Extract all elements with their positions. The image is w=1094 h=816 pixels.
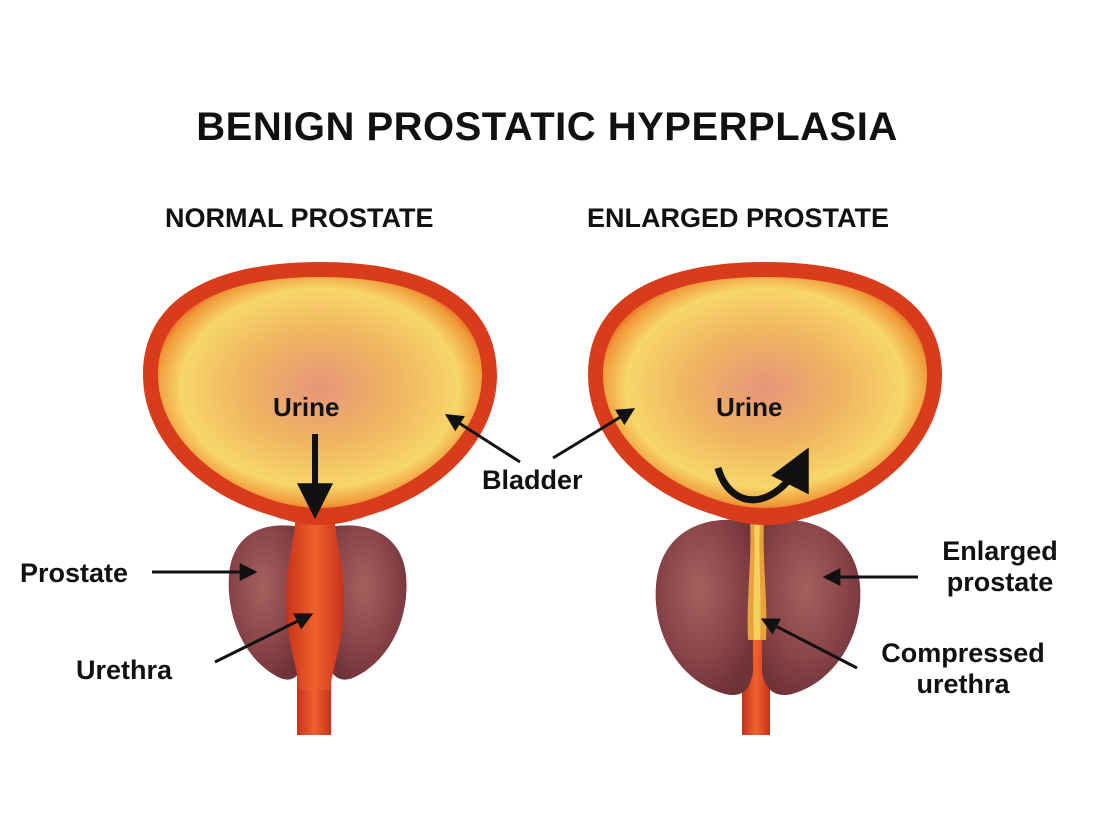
compressed-urethra-label: Compressed urethra [868, 638, 1058, 700]
urethra-label: Urethra [76, 655, 173, 685]
enlarged-bladder [588, 262, 942, 525]
enlarged-prostate-line-2: prostate [946, 567, 1054, 598]
compressed-urethra-line-1: Compressed [881, 638, 1045, 668]
normal-panel-heading: NORMAL PROSTATE [165, 203, 434, 233]
bladder-pointer-right [552, 408, 636, 460]
enlarged-urine-label: Urine [716, 392, 783, 422]
enlarged-prostate-line-1: Enlarged [942, 536, 1058, 566]
bladder-label: Bladder [482, 465, 583, 495]
bladder-pointer-left [444, 414, 521, 464]
normal-urine-label: Urine [273, 392, 340, 422]
prostate-label: Prostate [20, 558, 129, 588]
enlarged-prostate-gland [655, 519, 861, 696]
urethra-pointer [214, 613, 314, 664]
enlarged-panel-heading: ENLARGED PROSTATE [587, 203, 890, 233]
normal-urethra-neck [286, 505, 344, 690]
page-title: BENIGN PROSTATIC HYPERPLASIA [196, 105, 898, 149]
enlarged-backflow-arrow [714, 447, 809, 504]
enlarged-prostate-label: Enlarged prostate [930, 536, 1070, 598]
compressed-urethra-line-2: urethra [916, 669, 1010, 700]
enlarged-urethra-compressed [747, 520, 767, 640]
normal-bladder [143, 262, 497, 525]
compressed-urethra-pointer [760, 618, 858, 670]
